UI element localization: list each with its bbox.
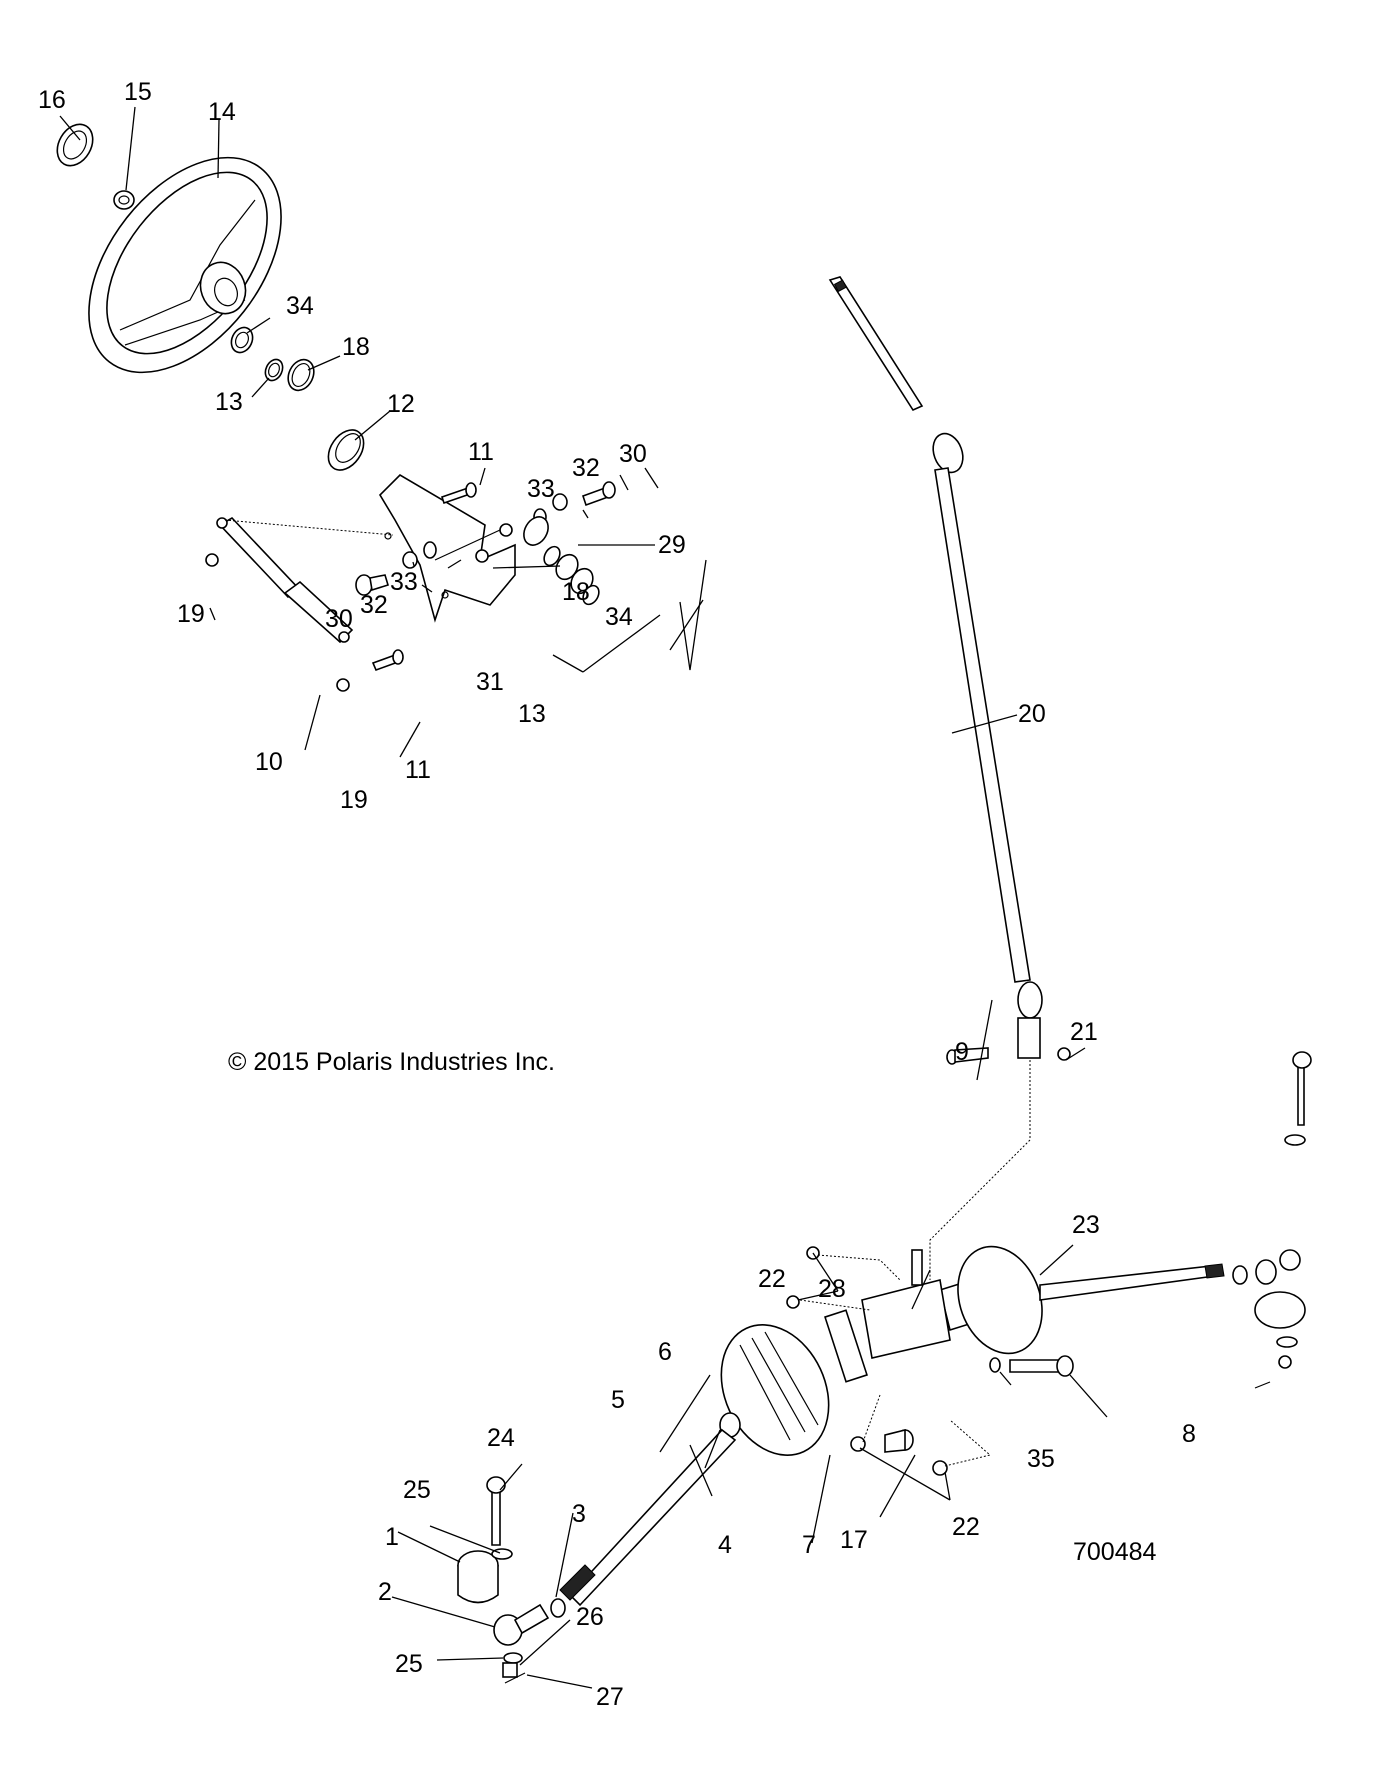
callout-14: 14 <box>208 98 236 126</box>
callout-19-lower: 19 <box>340 786 368 814</box>
bellows-boot-6 <box>720 1324 830 1456</box>
callout-34-lower: 34 <box>605 603 633 631</box>
callout-24: 24 <box>487 1424 515 1452</box>
callout-16: 16 <box>38 86 66 114</box>
callout-32-lower: 32 <box>360 591 388 619</box>
nut-19-lower <box>336 678 350 692</box>
washer-13-upper <box>264 358 284 382</box>
callout-33-upper: 33 <box>527 475 555 503</box>
mount-nuts-22 <box>786 1246 948 1476</box>
callout-30-lower: 30 <box>325 605 353 633</box>
bushing-32-lower <box>402 551 418 569</box>
callout-26: 26 <box>576 1603 604 1631</box>
callout-1: 1 <box>385 1523 399 1551</box>
bolt-17 <box>884 1428 914 1453</box>
nut-21 <box>1057 1047 1071 1061</box>
gas-strut-10 <box>216 516 354 644</box>
callout-3: 3 <box>572 1500 586 1528</box>
tie-rod-end-2 <box>493 1603 550 1646</box>
steering-rack-23 <box>861 1245 1225 1359</box>
nut-31b <box>499 523 513 537</box>
bushing-32-upper <box>552 493 568 511</box>
callout-8: 8 <box>1182 1420 1196 1448</box>
right-tie-rod-end-assembly <box>1232 1051 1312 1389</box>
callout-22-lower: 22 <box>952 1513 980 1541</box>
callout-6: 6 <box>658 1338 672 1366</box>
callout-13-upper: 13 <box>215 388 243 416</box>
callout-18-upper: 18 <box>342 333 370 361</box>
bolt-8 <box>1009 1355 1074 1377</box>
callout-22-upper: 22 <box>758 1265 786 1293</box>
callout-9: 9 <box>955 1038 969 1066</box>
callout-31: 31 <box>476 668 504 696</box>
nut-31a <box>475 549 489 563</box>
callout-5: 5 <box>611 1386 625 1414</box>
callout-11-upper: 11 <box>468 438 494 466</box>
callout-11-lower: 11 <box>405 756 431 784</box>
callout-10: 10 <box>255 748 283 776</box>
callout-13-lower: 13 <box>518 700 546 728</box>
bolt-9 <box>946 1047 989 1065</box>
callout-19-upper: 19 <box>177 600 205 628</box>
bearing-12 <box>327 429 365 471</box>
horn-cap <box>56 123 94 167</box>
nut-19-upper <box>205 553 219 567</box>
callout-17: 17 <box>840 1526 868 1554</box>
cotter-pin-27 <box>504 1672 526 1684</box>
callout-34-upper: 34 <box>286 292 314 320</box>
callout-29: 29 <box>658 531 686 559</box>
washer-33-lower <box>423 541 437 559</box>
callout-18-lower: 18 <box>562 578 590 606</box>
callout-32-upper: 32 <box>572 454 600 482</box>
bushing-1 <box>457 1550 499 1604</box>
drawing-number: 700484 <box>1073 1538 1157 1566</box>
callout-30-upper: 30 <box>619 440 647 468</box>
callout-2: 2 <box>378 1578 392 1606</box>
steering-wheel-nut <box>113 190 135 210</box>
washer-25-lower <box>503 1652 523 1664</box>
callout-20: 20 <box>1018 700 1046 728</box>
callout-23: 23 <box>1072 1211 1100 1239</box>
callout-15: 15 <box>124 78 152 106</box>
jam-nut-3 <box>550 1598 566 1618</box>
callout-33-lower: 33 <box>390 568 418 596</box>
callout-12: 12 <box>387 390 415 418</box>
callout-7: 7 <box>802 1531 816 1559</box>
leader-lines <box>59 106 1108 1689</box>
callout-35: 35 <box>1027 1445 1055 1473</box>
nut-26 <box>502 1662 518 1678</box>
callout-27: 27 <box>596 1683 624 1711</box>
copyright-notice: © 2015 Polaris Industries Inc. <box>228 1048 555 1076</box>
bolt-11-lower <box>371 649 404 672</box>
callout-4: 4 <box>718 1531 732 1559</box>
pivot-bolt-30-upper <box>581 481 616 507</box>
callout-21: 21 <box>1070 1018 1098 1046</box>
pivot-bolt-30-lower <box>355 574 389 596</box>
bolt-11-upper <box>440 482 477 505</box>
bushing-18-upper <box>287 358 315 392</box>
steering-shaft-20 <box>828 276 1043 1059</box>
washer-34-upper <box>230 326 254 354</box>
washers-13-34-lower <box>543 545 600 606</box>
bushing-18-lower <box>523 516 549 546</box>
washer-35 <box>989 1357 1001 1373</box>
callout-25-upper: 25 <box>403 1476 431 1504</box>
callout-25-lower: 25 <box>395 1650 423 1678</box>
tie-rod-4 <box>559 1428 737 1607</box>
callout-28: 28 <box>818 1275 846 1303</box>
steering-wheel <box>88 156 282 374</box>
bracket-28 <box>824 1309 868 1383</box>
